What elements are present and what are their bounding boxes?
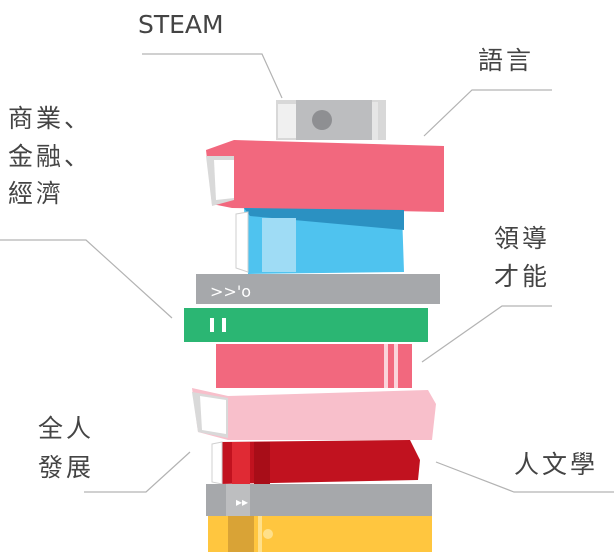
book-leadership [216,344,412,388]
svg-text:>>'o: >>'o [210,282,251,301]
book-yellow [208,516,432,552]
book-language [206,140,444,212]
book-pink [192,388,436,440]
svg-text:▸▸: ▸▸ [236,495,248,509]
label-humanities: 人文學 [514,450,599,479]
label-leadership: 領導 才能 [494,224,551,291]
book-green [184,308,428,342]
book-gray: >>'o [196,274,440,304]
book-gray-thin: ▸▸ [206,484,432,516]
humanities-connector [435,461,614,493]
leadership-connector [421,305,552,363]
connector-lines [0,53,614,493]
label-language: 語言 [478,46,535,75]
label-whole-person: 全人 發展 [38,414,95,482]
steam-connector [142,53,283,99]
language-connector [423,89,552,137]
label-business: 商業、 金融、 經濟 [8,104,93,208]
whole-person-connector [84,451,191,493]
book-steam [276,100,386,140]
book-humanities [211,440,420,485]
business-connector [0,239,173,319]
label-steam: STEAM [138,10,224,39]
book-blue [235,208,404,274]
